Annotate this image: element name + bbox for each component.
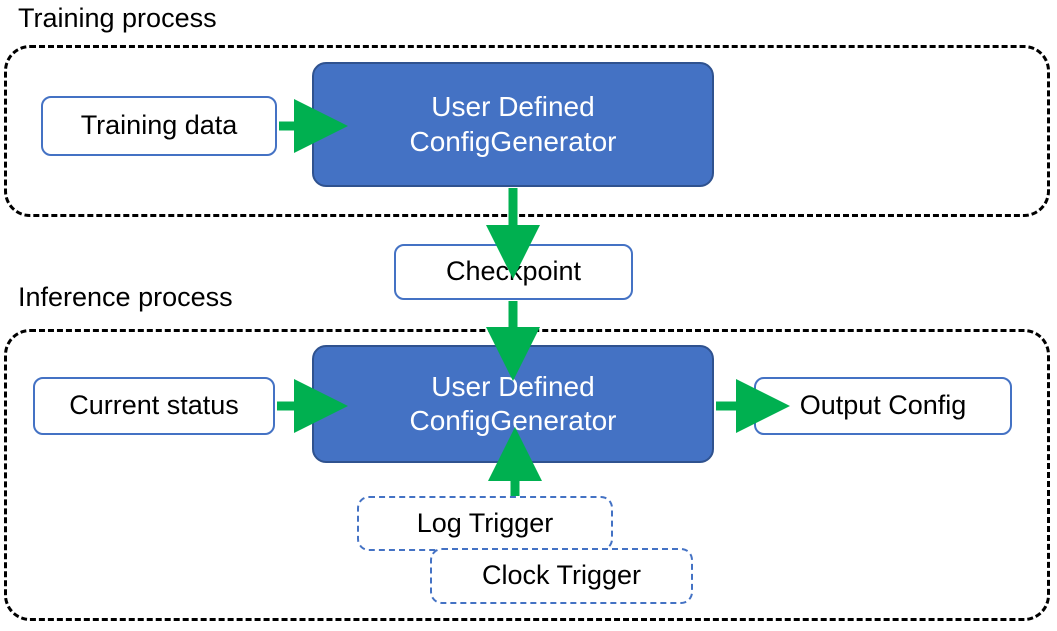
node-current-status[interactable]: Current status [33, 377, 275, 435]
training-process-title: Training process [18, 3, 217, 33]
node-user-defined-config-generator-training[interactable]: User Defined ConfigGenerator [312, 62, 714, 187]
inference-process-title: Inference process [18, 282, 233, 312]
node-log-trigger[interactable]: Log Trigger [357, 496, 613, 551]
generator-training-line-1: User Defined [431, 91, 595, 123]
node-output-config[interactable]: Output Config [754, 377, 1012, 435]
node-training-data[interactable]: Training data [41, 96, 277, 156]
training-process-container [4, 45, 1050, 217]
generator-training-line-2: ConfigGenerator [409, 125, 617, 157]
node-clock-trigger[interactable]: Clock Trigger [430, 548, 693, 604]
generator-inference-line-2: ConfigGenerator [409, 405, 617, 436]
node-checkpoint[interactable]: Checkpoint [394, 244, 633, 300]
generator-inference-line-1: User Defined [431, 370, 595, 402]
node-user-defined-config-generator-inference[interactable]: User Defined ConfigGenerator [312, 345, 714, 463]
